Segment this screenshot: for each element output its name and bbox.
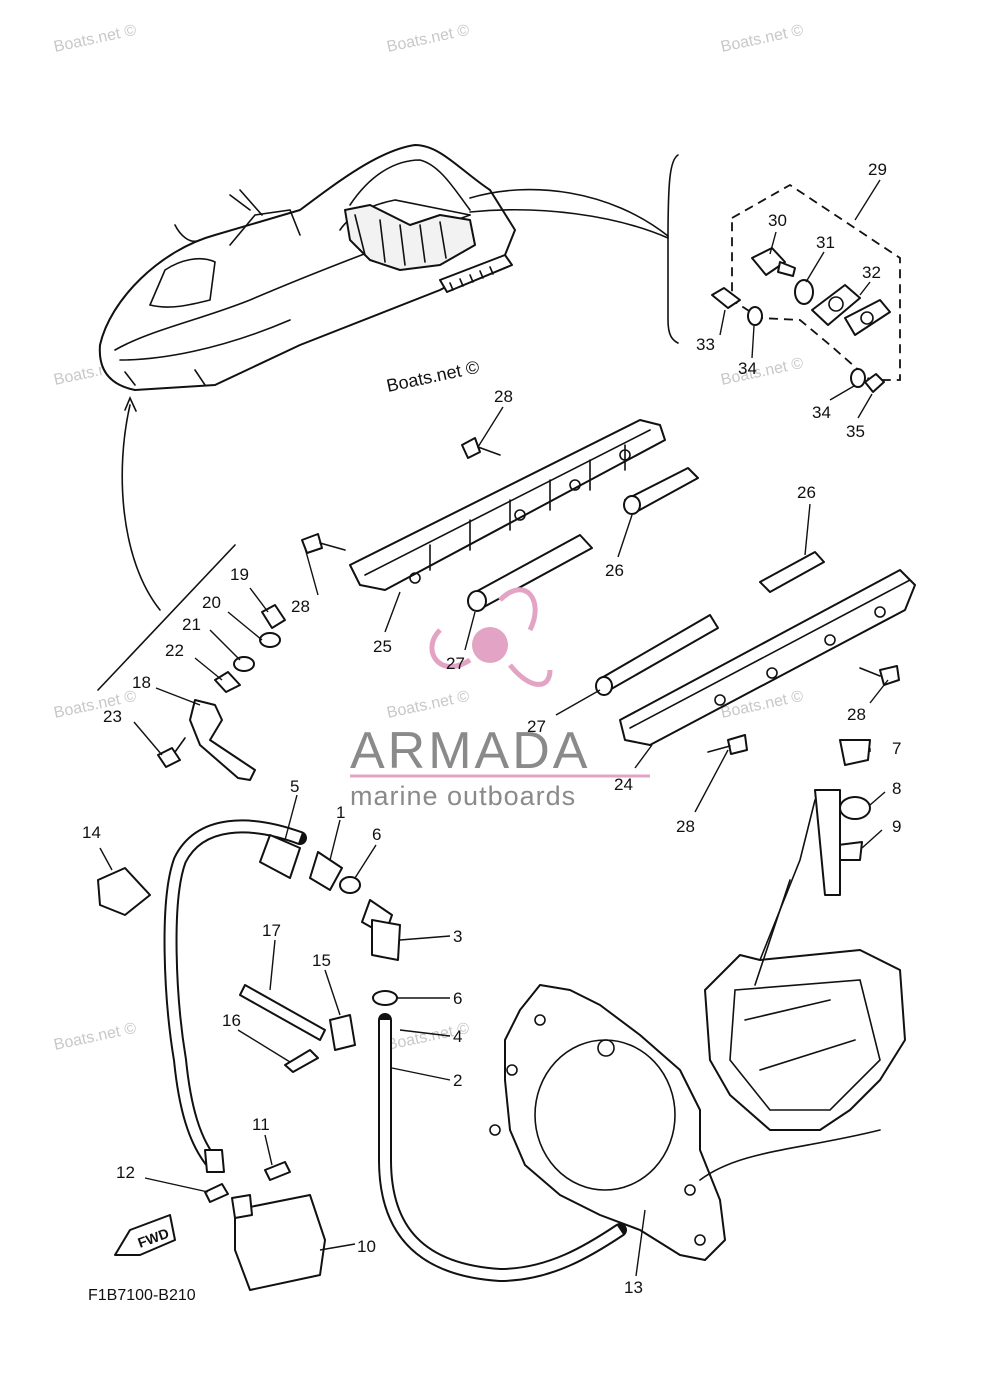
pump-housing — [704, 799, 906, 1131]
watermark: Boats.net © — [719, 355, 805, 389]
callout-33: 33 — [696, 335, 715, 354]
hoses — [163, 819, 627, 1282]
callout-29: 29 — [868, 160, 887, 179]
callout-31: 31 — [816, 233, 835, 252]
misc-parts — [97, 739, 871, 1291]
callout-5: 5 — [290, 777, 299, 796]
callout-11: 11 — [252, 1115, 270, 1134]
watermark: Boats.net © — [385, 22, 471, 56]
callout-curve — [469, 209, 669, 239]
propeller-icon — [429, 628, 472, 669]
brackets-26-27 — [467, 467, 825, 696]
callout-28: 28 — [847, 705, 866, 724]
callout-curve — [121, 404, 161, 611]
callout-15: 15 — [312, 951, 331, 970]
callout-35: 35 — [846, 422, 865, 441]
callout-26: 26 — [605, 561, 624, 580]
propeller-icon — [508, 663, 553, 687]
callout-21: 21 — [182, 615, 201, 634]
watermark: Boats.net © — [52, 22, 138, 56]
callout-34: 34 — [738, 359, 757, 378]
callout-3: 3 — [453, 927, 462, 946]
diagram-code: F1B7100-B210 — [88, 1287, 196, 1304]
drain-plug-assembly — [711, 247, 891, 393]
dashed-group-29 — [731, 183, 901, 381]
callout-28: 28 — [291, 597, 310, 616]
callout-6: 6 — [453, 989, 462, 1008]
leader-29 — [854, 179, 881, 221]
callout-curve — [469, 188, 669, 237]
propeller-icon — [472, 627, 508, 663]
callout-16: 16 — [222, 1011, 241, 1030]
callout-10: 10 — [357, 1237, 376, 1256]
callout-27: 27 — [446, 654, 465, 673]
fwd-arrow: FWD — [114, 1214, 176, 1256]
callout-12: 12 — [116, 1163, 135, 1182]
leader-lines — [99, 231, 889, 1277]
watermark: Boats.net © — [719, 22, 805, 56]
arrow-head — [124, 396, 137, 412]
callout-30: 30 — [768, 211, 787, 230]
bracket — [97, 544, 236, 691]
callout-7: 7 — [892, 739, 901, 758]
watermark: Boats.net © — [52, 688, 138, 722]
callout-22: 22 — [165, 641, 184, 660]
callout-1: 1 — [336, 803, 345, 822]
credit-text: Boats.net © — [385, 357, 481, 396]
callout-6: 6 — [372, 825, 381, 844]
mounting-plate — [489, 984, 726, 1261]
callout-13: 13 — [624, 1278, 643, 1297]
rail-24 — [619, 569, 916, 746]
brand-name: ARMADA — [350, 722, 590, 780]
callout-27: 27 — [527, 717, 546, 736]
handle-assembly — [157, 604, 286, 781]
callout-28: 28 — [676, 817, 695, 836]
callout-19: 19 — [230, 565, 249, 584]
callout-labels: 29 30 31 32 33 34 34 35 28 26 26 28 25 2… — [82, 160, 901, 1297]
hose-line — [699, 1129, 881, 1181]
callout-18: 18 — [132, 673, 151, 692]
callout-25: 25 — [373, 637, 392, 656]
callout-24: 24 — [614, 775, 633, 794]
callout-28: 28 — [494, 387, 513, 406]
callout-23: 23 — [103, 707, 122, 726]
callout-14: 14 — [82, 823, 101, 842]
callout-34: 34 — [812, 403, 831, 422]
rail-25 — [349, 419, 666, 591]
callout-17: 17 — [262, 921, 281, 940]
callout-26: 26 — [797, 483, 816, 502]
callout-9: 9 — [892, 817, 901, 836]
bracket — [667, 154, 679, 344]
callout-32: 32 — [862, 263, 881, 282]
callout-8: 8 — [892, 779, 901, 798]
propeller-icon — [498, 587, 538, 632]
watercraft-illustration — [98, 144, 516, 391]
bolts-28 — [301, 437, 900, 755]
callout-2: 2 — [453, 1071, 462, 1090]
brand-tagline: marine outboards — [350, 781, 576, 811]
callout-4: 4 — [453, 1027, 462, 1046]
callout-20: 20 — [202, 593, 221, 612]
watermark: Boats.net © — [52, 1020, 138, 1054]
watermark: Boats.net © — [385, 688, 471, 722]
brand-logo: ARMADA marine outboards — [350, 587, 650, 811]
